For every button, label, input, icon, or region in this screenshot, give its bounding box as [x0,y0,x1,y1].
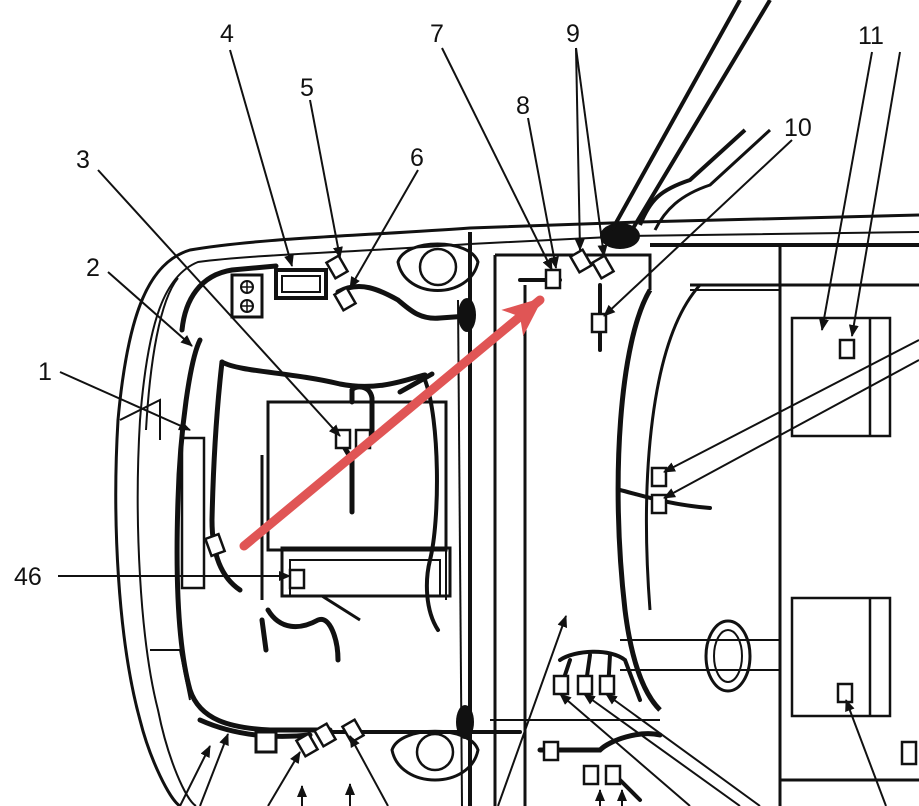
grommets [456,223,640,739]
seat-modules [790,316,892,718]
leader-lines [58,47,919,806]
wire-harness [174,263,712,802]
leader-4 [229,49,294,267]
leader-bottom-l [605,693,761,806]
callout-8: 8 [516,92,530,120]
highlight-arrow [239,295,545,551]
leader-bottom-a [199,733,229,806]
leader-bottom-g [497,615,568,806]
connectors [203,247,918,786]
callout-10: 10 [784,114,812,142]
leader-bottom-m [845,699,887,806]
callout-3: 3 [76,146,90,174]
body-outline [114,213,919,806]
fuse-block [180,268,328,590]
leader-9b [575,47,608,257]
leader-6 [349,169,419,289]
leader-5 [309,99,343,259]
callout-7: 7 [430,20,444,48]
leader-1 [59,371,191,431]
leader-right-a [663,339,919,473]
leader-10 [603,139,793,317]
callout-9: 9 [566,20,580,48]
leader-11a [819,51,873,331]
leader-bottom-b [179,745,211,806]
leader-bottom-c [267,751,301,806]
leader-bottom-j [559,693,691,806]
callout-2: 2 [86,254,100,282]
callout-1: 1 [38,358,52,386]
leader-9a [574,47,585,251]
leader-bottom-f [349,735,389,806]
leader-8 [527,117,559,269]
callout-46: 46 [14,563,42,591]
callout-labels: 1 2 3 4 5 6 7 8 9 10 11 46 [14,20,884,591]
leader-bottom-k [583,693,741,806]
leader-3 [97,169,341,437]
callout-11: 11 [858,22,884,50]
leader-right-b [663,359,919,499]
leader-11b [848,51,901,337]
leader-2 [107,271,193,347]
callout-6: 6 [410,144,424,172]
callout-4: 4 [220,20,234,48]
callout-5: 5 [300,74,314,102]
overhead-harness [610,0,772,232]
leader-7 [441,47,553,271]
